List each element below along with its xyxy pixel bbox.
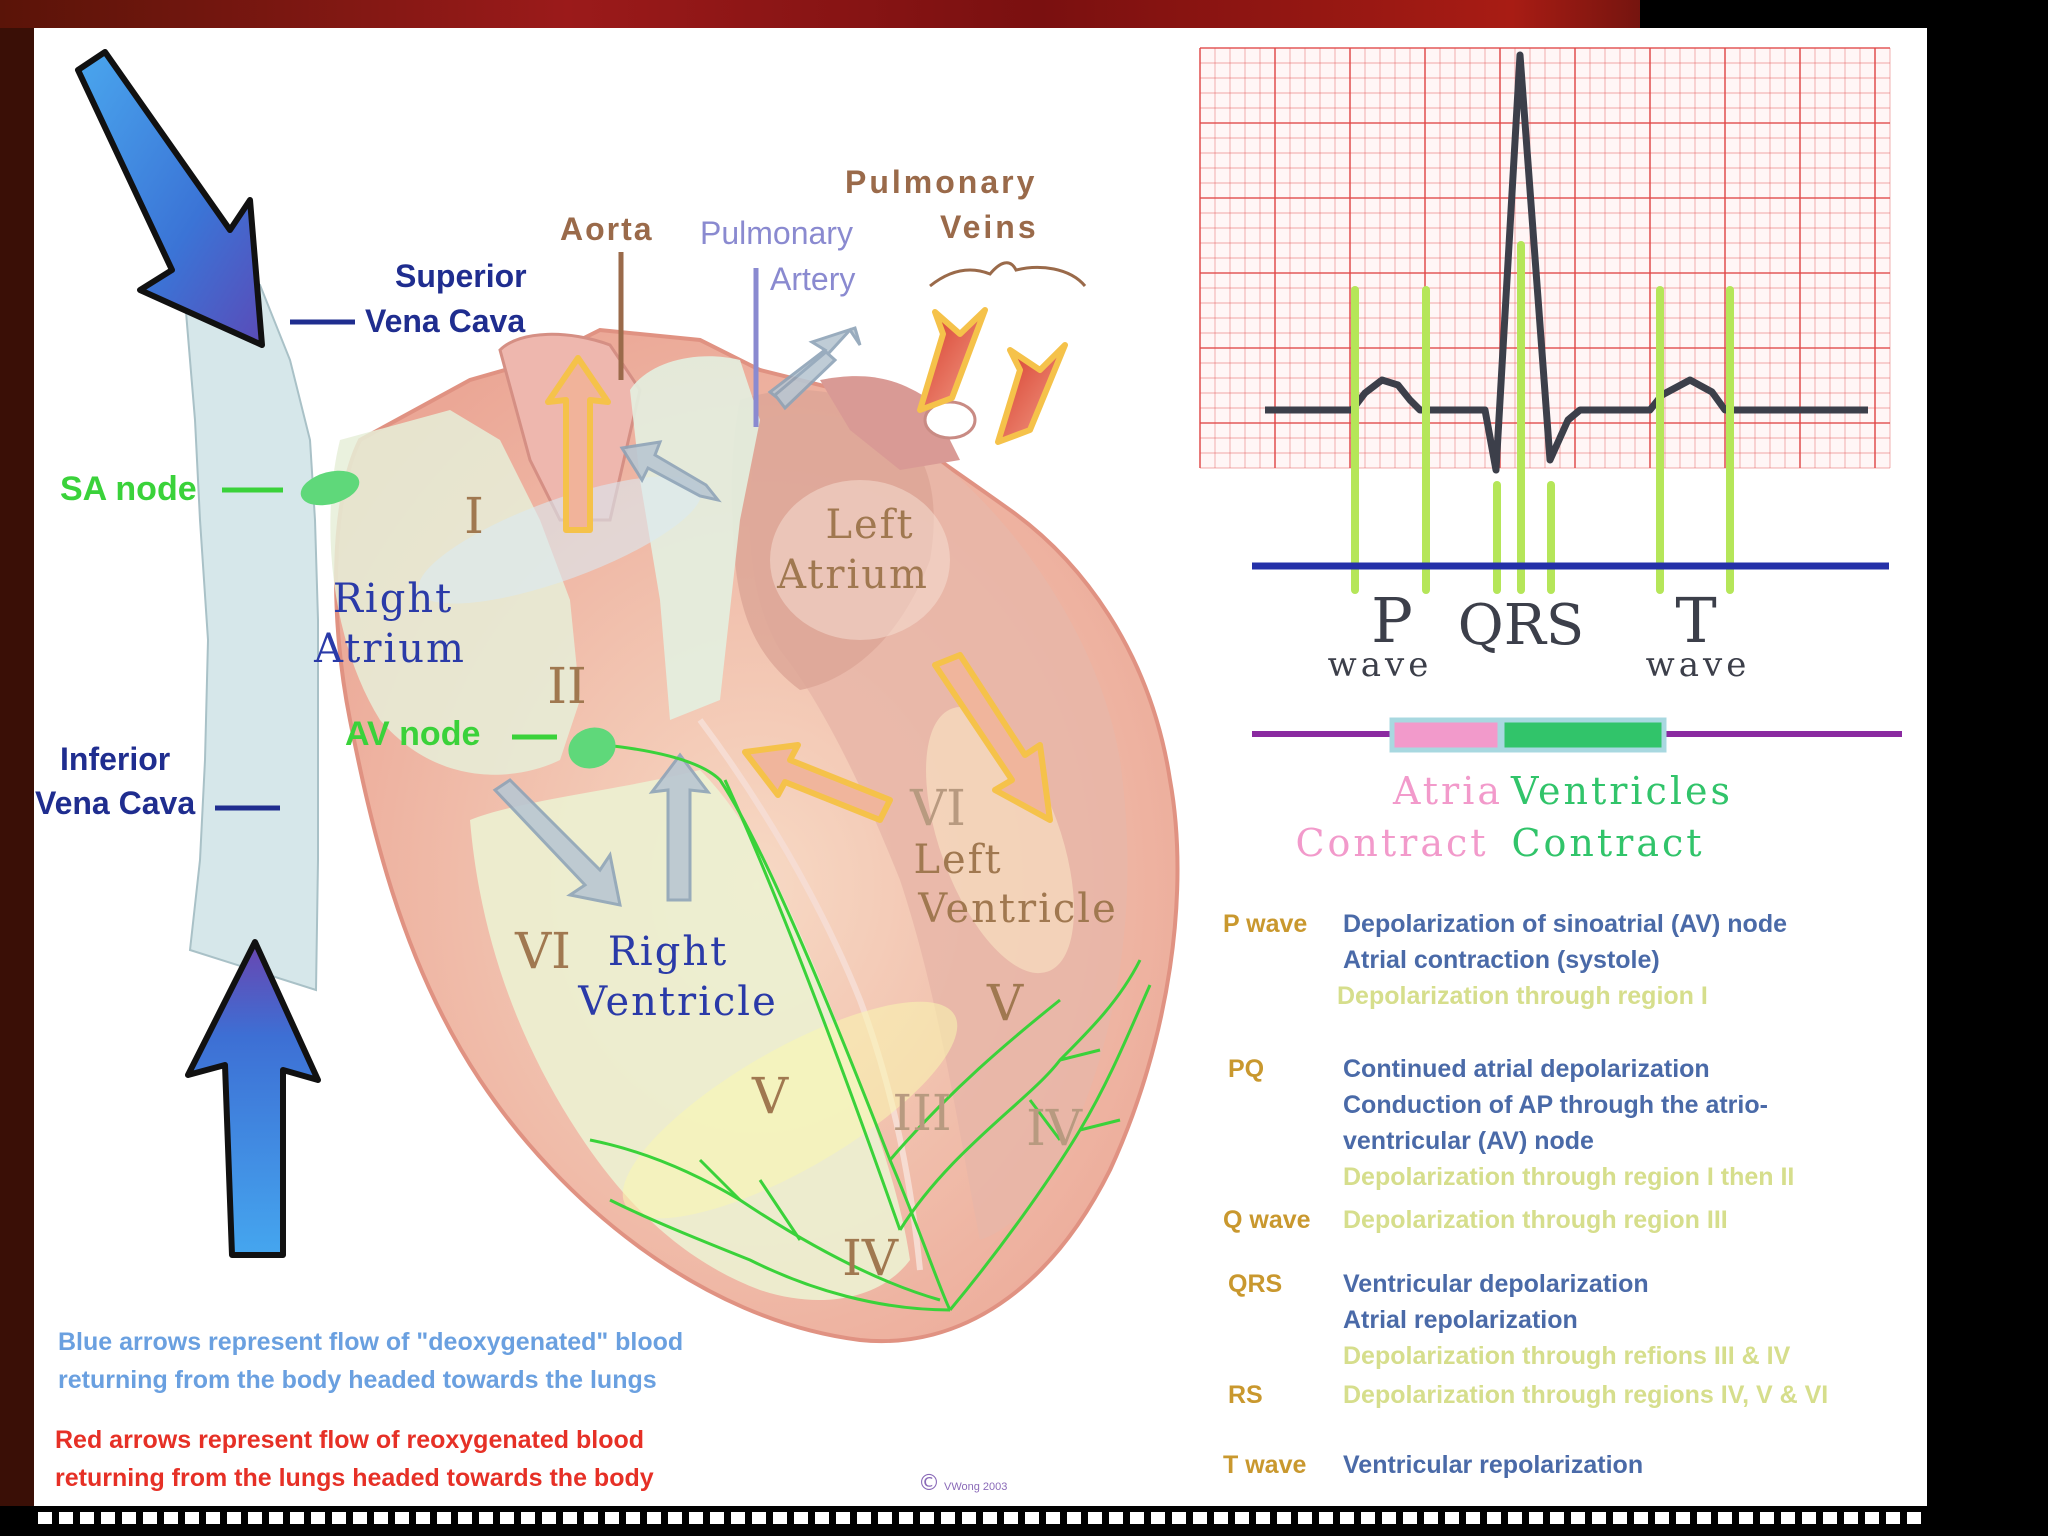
note-line: Atrial contraction (systole) [1343,946,1660,974]
note-line: Continued atrial depolarization [1343,1055,1710,1083]
inferior-vena-cava-label-line1: Inferior [60,741,170,777]
bottom-dashed-border [38,1512,1921,1524]
legend-blue-line2: returning from the body headed towards t… [58,1366,657,1394]
pulmonary-artery-label-line1: Pulmonary [700,215,853,251]
region-IV-left: IV [1026,1099,1083,1157]
deoxygenated-inflow-arrow-top [78,52,262,345]
note-line: Depolarization through region I [1337,982,1708,1010]
region-IV-apex: IV [842,1229,899,1287]
region-VI-right: VI [514,922,571,980]
sa-node-label: SA node [60,470,197,508]
note-term: P wave [1223,910,1307,938]
p-wave-word: wave [1328,645,1433,685]
superior-vena-cava-label-line1: Superior [395,258,527,294]
superior-vena-cava-label-line2: Vena Cava [365,303,525,339]
legend-red-line2: returning from the lungs headed towards … [55,1464,654,1492]
left-ventricle-label-line1: Left [913,837,1002,883]
legend-red-line1: Red arrows represent flow of reoxygenate… [55,1426,644,1454]
pulmonary-veins-brace [930,263,1085,286]
note-term: Q wave [1223,1206,1311,1234]
left-atrium-label-line1: Left [825,502,914,548]
note-line: Conduction of AP through the atrio- [1343,1091,1768,1119]
note-line: ventricular (AV) node [1343,1127,1594,1155]
note-line: Depolarization through region I then II [1343,1163,1794,1191]
ventricles-contract-bar [1502,720,1664,750]
region-I: I [464,487,484,545]
heart-body [330,330,1177,1341]
note-term: RS [1228,1381,1263,1409]
qrs-label: QRS [1458,593,1584,658]
region-VI-left: VI [909,779,966,837]
deoxygenated-inflow-arrow-bottom [188,942,318,1255]
copyright-text: VWong 2003 [944,1481,1007,1493]
region-V-left: V [986,974,1024,1032]
copyright-symbol: © [918,1471,940,1496]
right-ventricle-label-line1: Right [608,929,728,975]
pulmonary-veins-label-line1: Pulmonary [845,164,1037,200]
notes-list: P wave Depolarization of sinoatrial (AV) … [1223,910,1828,1479]
legend-blue-line1: Blue arrows represent flow of "deoxygena… [58,1328,683,1356]
right-ventricle-label-line2: Ventricle [577,979,778,1025]
inferior-vena-cava-label-line2: Vena Cava [35,785,195,821]
aorta-label: Aorta [560,211,654,247]
note-line: Depolarization through region III [1343,1206,1728,1234]
note-term: QRS [1228,1270,1282,1298]
left-atrium-label-line2: Atrium [776,552,929,598]
note-line: Ventricular repolarization [1343,1451,1643,1479]
note-term: T wave [1223,1451,1306,1479]
right-atrium-label-line1: Right [333,576,453,622]
ventricles-contract-line2: Contract [1511,821,1704,865]
note-term: PQ [1228,1055,1264,1083]
pulmonary-veins-label-line2: Veins [940,209,1039,245]
region-III: III [892,1084,951,1142]
note-line: Depolarization through refions III & IV [1343,1342,1791,1370]
page-number: 1 [1912,1414,1926,1444]
atria-contract-line1: Atria [1392,769,1503,813]
right-atrium-label-line2: Atrium [313,626,466,672]
ventricles-contract-line1: Ventricles [1510,769,1733,813]
t-wave-word: wave [1646,645,1751,685]
note-line: Depolarization of sinoatrial (AV) node [1343,910,1787,938]
pulmonary-artery-label-line2: Artery [770,261,855,297]
atria-contract-line2: Contract [1295,821,1488,865]
note-line: Depolarization through regions IV, V & V… [1343,1381,1828,1409]
left-ventricle-label-line2: Ventricle [917,886,1118,932]
av-node-label: AV node [345,715,480,753]
vena-cava-tube [185,285,318,990]
note-line: Ventricular depolarization [1343,1270,1649,1298]
atria-contract-bar [1392,720,1500,750]
note-line: Atrial repolarization [1343,1306,1578,1334]
region-II: II [547,657,587,715]
region-V-right: V [751,1067,789,1125]
